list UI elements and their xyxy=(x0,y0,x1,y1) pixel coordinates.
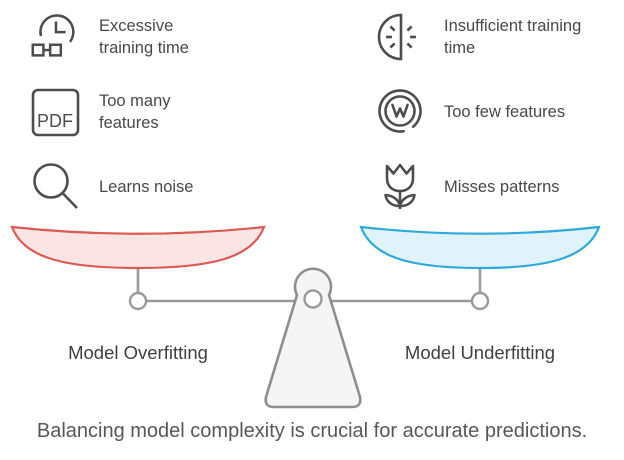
pdf-icon: PDF xyxy=(26,84,84,140)
row-learns-noise: Learns noise xyxy=(26,158,217,216)
underfitting-label: Model Underfitting xyxy=(404,342,556,363)
right-beam-joint xyxy=(470,291,490,311)
overfitting-label: Model Overfitting xyxy=(68,342,208,363)
half-clock-icon xyxy=(371,9,429,65)
row-too-many-features: PDF Too many features xyxy=(26,83,217,141)
overfitting-pan xyxy=(10,225,266,270)
fulcrum xyxy=(264,267,362,409)
row-insufficient-training-time: Insufficient training time xyxy=(371,8,582,66)
caption: Balancing model complexity is crucial fo… xyxy=(36,420,588,442)
row-too-few-features: Too few features xyxy=(371,83,582,141)
w-spiral-icon xyxy=(371,84,429,140)
feature-label: Too few features xyxy=(444,102,566,121)
magnifier-icon xyxy=(26,159,84,215)
feature-label: Too many features xyxy=(99,91,171,132)
clock-connector-icon xyxy=(26,9,84,65)
feature-label: Learns noise xyxy=(99,177,194,196)
tulip-icon xyxy=(371,159,429,215)
pdf-icon-text: PDF xyxy=(37,111,73,131)
row-misses-patterns: Misses patterns xyxy=(371,158,582,216)
underfitting-pan xyxy=(359,225,601,270)
left-beam-joint xyxy=(128,291,148,311)
row-excessive-training-time: Excessive training time xyxy=(26,8,217,66)
feature-label: Excessive training time xyxy=(99,16,189,57)
balance-scale xyxy=(10,225,601,409)
feature-label: Insufficient training time xyxy=(444,16,582,57)
fulcrum-pivot-hole xyxy=(303,289,323,309)
feature-label: Misses patterns xyxy=(444,177,560,196)
